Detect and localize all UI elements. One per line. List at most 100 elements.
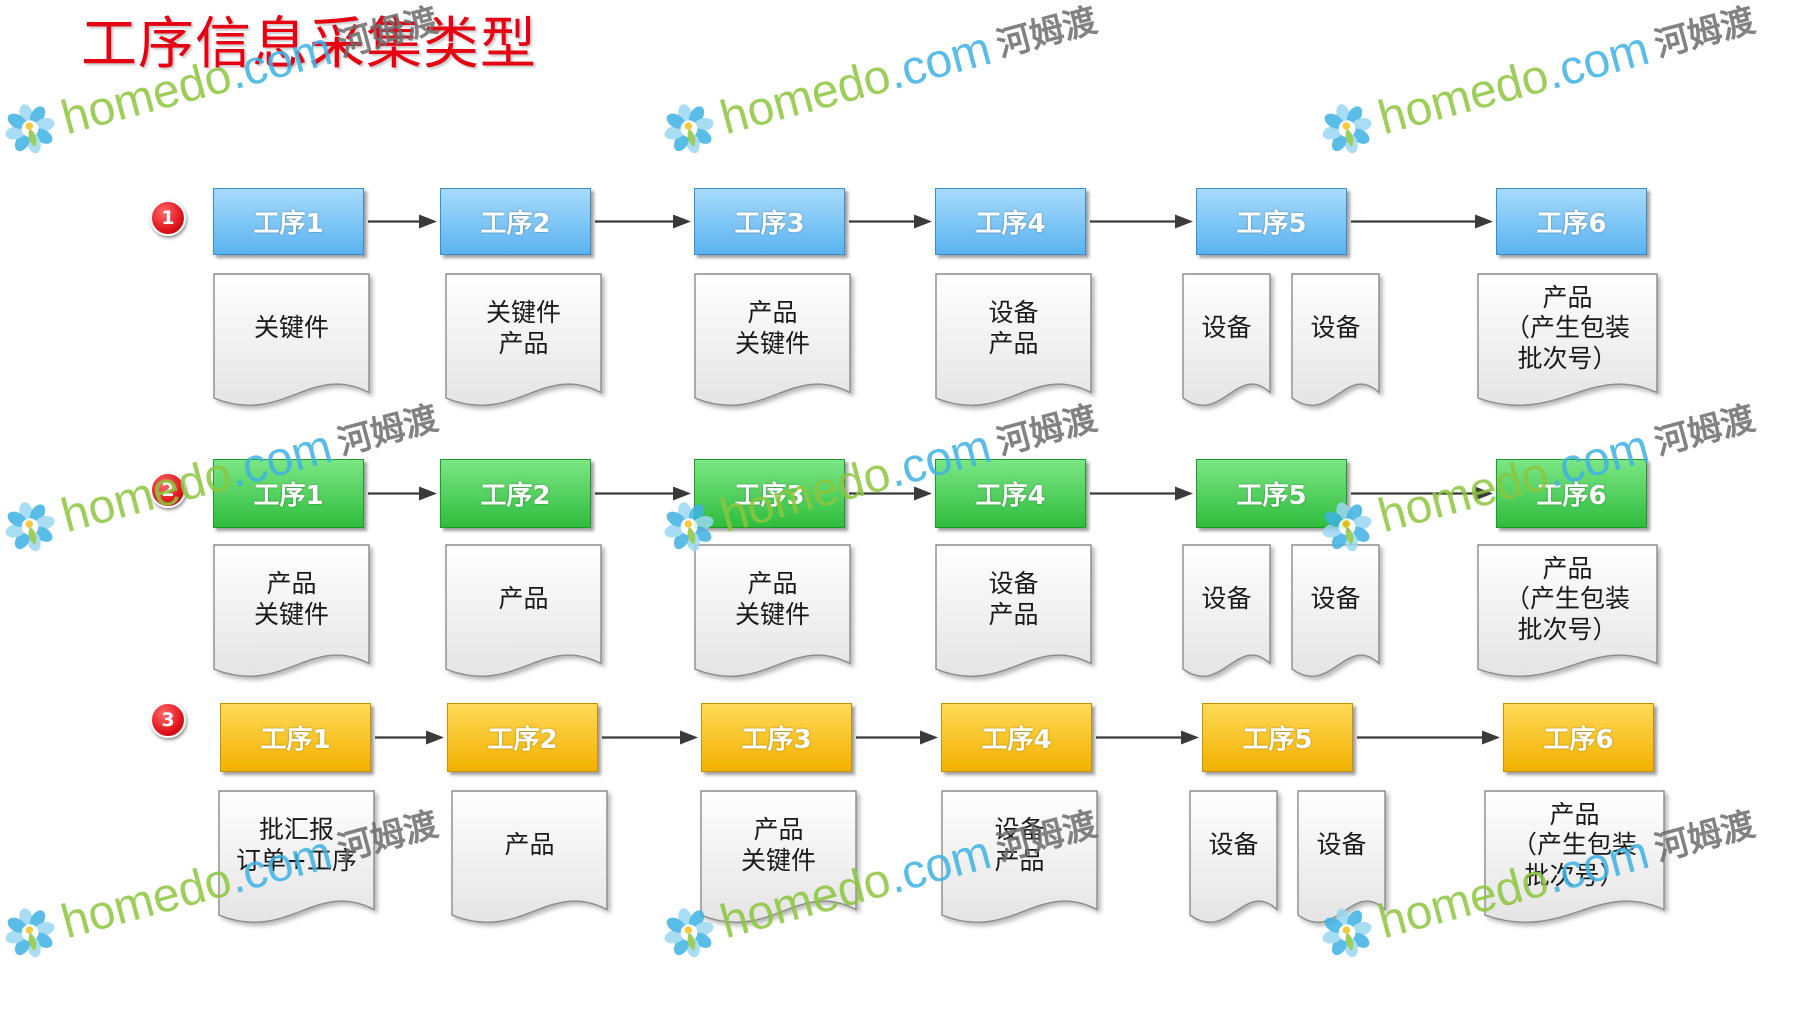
document-text-line: 设备 [1316,830,1367,860]
document-text: 产品（产生包装批次号） [1477,544,1658,655]
document-shape [445,273,602,406]
process-step-box: 工序3 [701,703,852,772]
document-text: 产品关键件 [694,544,851,655]
data-document-card: 产品 [445,544,602,683]
document-text-line: 设备 [988,569,1039,599]
document-text: 产品关键件 [213,544,370,655]
process-step-box: 工序2 [440,188,591,255]
process-step-label: 工序2 [480,481,551,511]
document-text-line: 产品 [1542,282,1593,312]
document-text-line: 产品 [994,845,1045,875]
document-shape [445,544,602,677]
document-text: 关键件 [213,273,370,384]
document-text-line: 产品 [498,584,549,614]
process-step-box: 工序6 [1503,703,1654,772]
process-step-box: 工序4 [935,188,1086,255]
document-shape [1291,544,1380,677]
process-step-label: 工序5 [1242,725,1313,755]
process-step-box: 工序3 [694,459,845,528]
document-text-line: （产生包装 [1504,313,1630,343]
document-text-line: 批次号） [1517,343,1618,373]
data-document-card: 关键件 [213,273,370,412]
process-step-label: 工序1 [260,725,331,755]
document-outline [1477,544,1658,677]
data-document-card: 设备 [1189,790,1278,929]
document-text-line: 关键件 [253,599,329,629]
data-document-card: 设备产品 [935,273,1092,412]
document-text: 设备 [1182,273,1271,384]
document-text-line: 订单+工序 [236,845,357,875]
flow-arrowhead [673,214,691,229]
document-shape [1477,273,1658,406]
process-step-box: 工序6 [1496,459,1647,528]
document-text-line: 产品 [747,298,798,328]
process-step-box: 工序4 [935,459,1086,528]
flow-arrowhead [419,214,437,229]
document-text-line: 批次号） [1524,860,1625,890]
flow-arrowhead [1175,214,1193,229]
document-text-line: 关键件 [253,313,329,343]
document-outline [1291,273,1380,406]
document-text: 设备产品 [935,273,1092,384]
document-text: 设备 [1297,790,1386,901]
flow-arrowhead [1175,486,1193,501]
document-shape [1477,544,1658,677]
row-number-badge: 2 [150,472,186,508]
process-step-label: 工序4 [975,209,1046,239]
document-shape [218,790,375,923]
process-step-label: 工序3 [734,481,805,511]
document-outline [694,273,851,406]
data-document-card: 关键件产品 [445,273,602,412]
data-document-card: 产品 [451,790,608,929]
document-outline [445,544,602,677]
process-step-box: 工序2 [440,459,591,528]
document-text-line: 设备 [988,298,1039,328]
document-text: 产品（产生包装批次号） [1484,790,1665,901]
data-document-card: 产品（产生包装批次号） [1477,273,1658,412]
process-step-box: 工序1 [213,188,364,255]
document-outline [1182,544,1271,677]
document-text: 产品（产生包装批次号） [1477,273,1658,384]
flow-arrowhead [914,214,932,229]
document-outline [1189,790,1278,923]
document-shape [694,544,851,677]
document-text: 关键件产品 [445,273,602,384]
document-shape [700,790,857,923]
document-shape [1182,273,1271,406]
document-outline [445,273,602,406]
document-text-line: 产品 [988,328,1039,358]
flow-arrowhead [1181,730,1199,745]
data-document-card: 产品关键件 [694,273,851,412]
row-number-badge: 1 [150,200,186,236]
document-text-line: 关键件 [740,845,816,875]
document-outline [1291,544,1380,677]
data-document-card: 设备产品 [935,544,1092,683]
process-step-label: 工序4 [975,481,1046,511]
document-text-line: 产品 [1549,799,1600,829]
data-document-card: 产品关键件 [213,544,370,683]
process-step-box: 工序2 [447,703,598,772]
data-document-card: 批汇报订单+工序 [218,790,375,929]
document-text-line: 产品 [1542,553,1593,583]
data-document-card: 设备 [1182,544,1271,683]
process-step-label: 工序5 [1236,209,1307,239]
document-outline [213,544,370,677]
document-shape [1182,544,1271,677]
flow-arrowhead [680,730,698,745]
process-step-label: 工序3 [741,725,812,755]
document-text: 产品 [445,544,602,655]
document-text-line: （产生包装 [1511,830,1637,860]
document-text: 产品 [451,790,608,901]
flow-arrowhead [914,486,932,501]
process-step-box: 工序5 [1196,188,1347,255]
process-step-box: 工序6 [1496,188,1647,255]
document-shape [694,273,851,406]
process-step-box: 工序5 [1202,703,1353,772]
document-text: 设备产品 [935,544,1092,655]
document-text-line: 批次号） [1517,614,1618,644]
document-shape [935,273,1092,406]
document-text-line: 设备 [994,815,1045,845]
document-outline [218,790,375,923]
